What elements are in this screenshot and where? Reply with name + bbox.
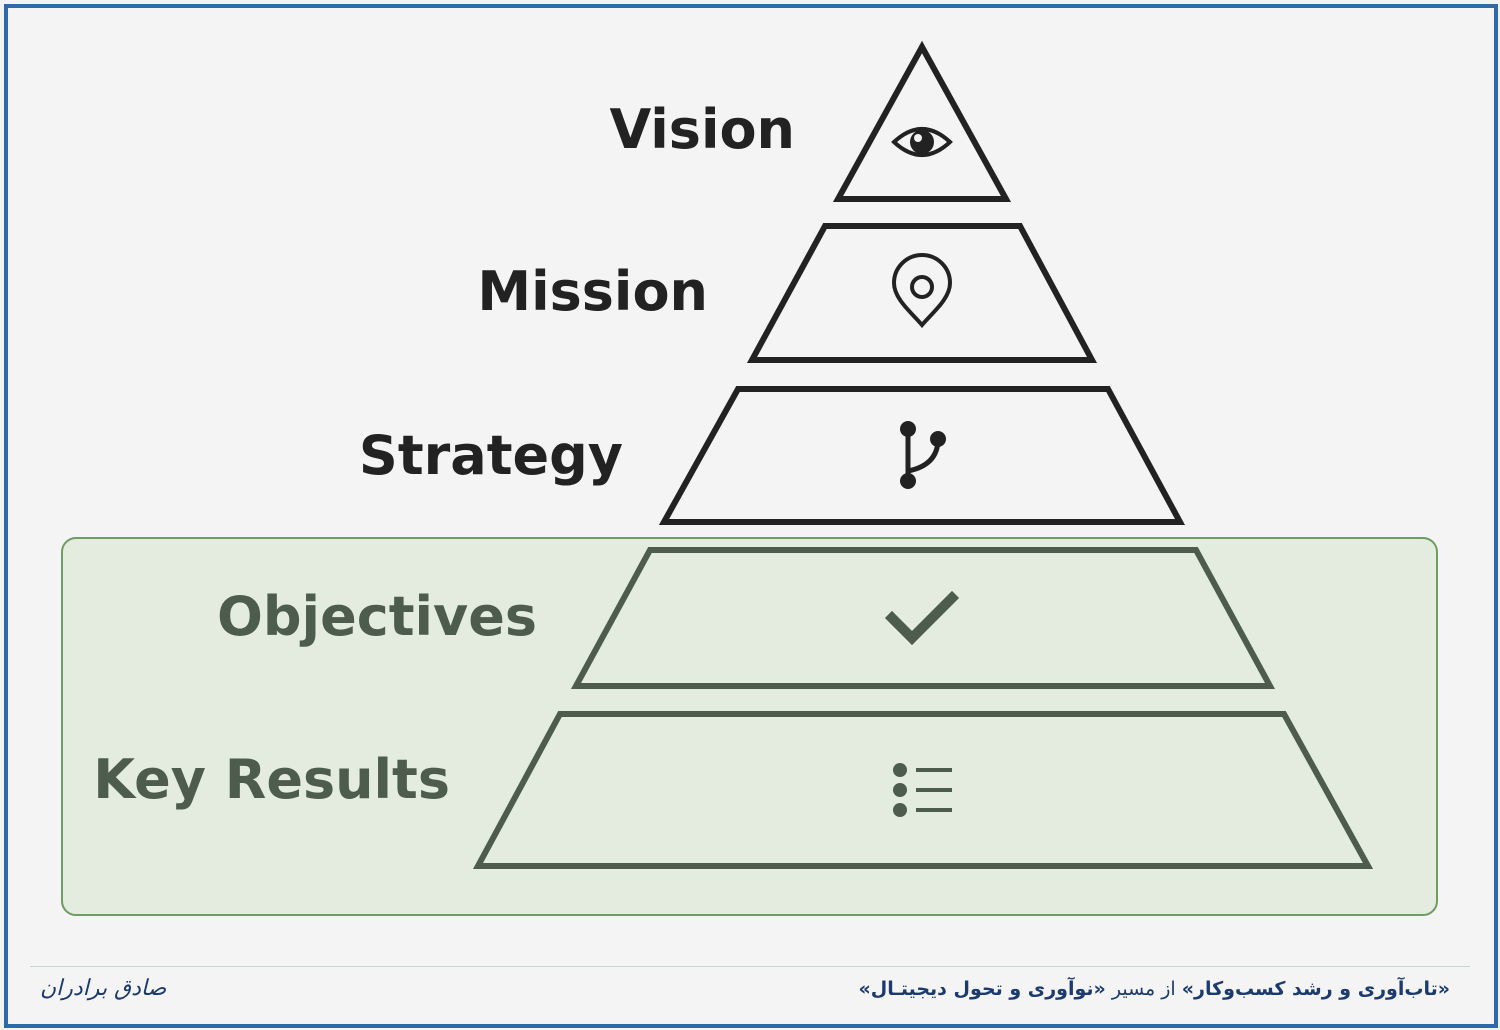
- footer-divider: [30, 966, 1470, 967]
- level-label: Vision: [609, 98, 795, 161]
- level-label: Strategy: [359, 424, 623, 487]
- vision-tier-shape: [832, 40, 1012, 202]
- author-signature: صادق برادران: [40, 976, 167, 1001]
- objectives-tier-shape: [570, 547, 1276, 689]
- level-label: Key Results: [93, 748, 450, 811]
- footer-title-part-2: از مسیر: [1105, 978, 1182, 1000]
- footer-title-part-3: «نوآوری و تحول دیجیتـال»: [858, 978, 1106, 1000]
- mission-tier-shape: [746, 223, 1098, 363]
- branch-icon: [900, 421, 946, 489]
- pyramid-level-mission: Mission: [477, 223, 1098, 363]
- footer-title: «تاب‌آوری و رشد کسب‌وکار» از مسیر «نوآور…: [858, 978, 1450, 1000]
- list-icon: [893, 763, 952, 817]
- pyramid-level-strategy: Strategy: [359, 386, 1186, 525]
- checkmark-icon: [884, 590, 960, 646]
- level-label: Objectives: [217, 585, 537, 648]
- footer-title-part-1: «تاب‌آوری و رشد کسب‌وکار»: [1181, 978, 1450, 1000]
- pyramid-level-objectives: Objectives: [217, 547, 1276, 689]
- level-label: Mission: [477, 260, 708, 323]
- pyramid-level-key-results: Key Results: [93, 711, 1374, 869]
- strategy-tier-shape: [658, 386, 1186, 525]
- eye-icon: [891, 127, 953, 157]
- location-pin-icon: [891, 253, 953, 329]
- okr-highlight-box: [61, 537, 1438, 916]
- pyramid-level-vision: Vision: [609, 40, 1012, 202]
- key-results-tier-shape: [472, 711, 1374, 869]
